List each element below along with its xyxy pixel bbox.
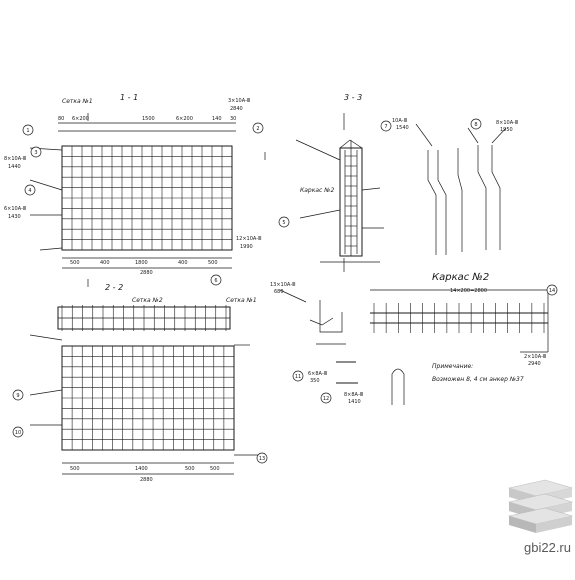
position-circle bbox=[30, 146, 42, 158]
rebar-label-5: 1430 bbox=[8, 214, 21, 220]
dim-bottom2-1: 1400 bbox=[135, 466, 148, 472]
position-circle bbox=[278, 216, 290, 228]
view-section-3-3 bbox=[295, 113, 384, 272]
rebar-label-8: 10А-Ⅲ bbox=[392, 118, 407, 124]
dim-bottom-0: 500 bbox=[70, 260, 80, 266]
dim-bottom2-3: 500 bbox=[210, 466, 220, 472]
dim-top-3: 6×200 bbox=[176, 116, 193, 122]
dim-bottom-1: 400 bbox=[100, 260, 110, 266]
position-circle bbox=[252, 122, 264, 134]
position-number: 6 bbox=[214, 278, 217, 284]
label-setka-1: Сетка №1 bbox=[62, 98, 93, 105]
view-section-2-2 bbox=[29, 305, 258, 475]
dim-top-5: 30 bbox=[230, 116, 236, 122]
position-number: 9 bbox=[16, 393, 19, 399]
dim-top-2: 1500 bbox=[142, 116, 155, 122]
position-circle bbox=[12, 389, 24, 401]
title-section-3-3: 3 - 3 bbox=[344, 93, 362, 102]
position-circle bbox=[380, 120, 392, 132]
rebar-callouts: 3×10А-Ⅲ 2840 8×10А-Ⅲ 1440 6×10А-Ⅲ 1430 1… bbox=[4, 98, 546, 405]
label-karkas-2: Каркас №2 bbox=[432, 272, 489, 283]
dim-overall-1: 2880 bbox=[140, 270, 153, 276]
position-number: 8 bbox=[474, 122, 477, 128]
label-setka-1-alt: Сетка №1 bbox=[226, 297, 257, 304]
karkas-2-elevation bbox=[370, 289, 549, 353]
view-section-1-1 bbox=[29, 113, 266, 287]
rebar-label-3: 1440 bbox=[8, 164, 21, 170]
dim-bottom-2: 1800 bbox=[135, 260, 148, 266]
dim-top-4: 140 bbox=[212, 116, 222, 122]
position-number: 2 bbox=[256, 126, 259, 132]
section-titles: 1 - 1 2 - 2 3 - 3 bbox=[105, 93, 362, 292]
dimension-labels: 80 6×200 1500 6×200 140 30 500 400 1800 … bbox=[58, 116, 236, 483]
position-number: 4 bbox=[28, 188, 31, 194]
position-circle bbox=[546, 284, 558, 296]
rebar-label-17: 350 bbox=[310, 378, 320, 384]
rebar-label-7: 1990 bbox=[240, 244, 253, 250]
position-circle bbox=[22, 124, 34, 136]
u-bar-detail bbox=[279, 289, 346, 345]
rebar-label-13: 680 bbox=[274, 289, 284, 295]
rebar-label-14: 2×10А-Ⅲ bbox=[524, 354, 546, 360]
rebar-label-1: 2840 bbox=[230, 106, 243, 112]
dim-top-1: 6×200 bbox=[72, 116, 89, 122]
rebar-label-16: 6×8А-Ⅲ bbox=[308, 371, 327, 377]
dim-bottom-3: 400 bbox=[178, 260, 188, 266]
rebar-label-15: 2940 bbox=[528, 361, 541, 367]
dim-top-0: 80 bbox=[58, 116, 64, 122]
position-circle bbox=[320, 392, 332, 404]
position-number: 1 bbox=[26, 128, 29, 134]
rebar-label-0: 3×10А-Ⅲ bbox=[228, 98, 250, 104]
karkas-spacing-note: 14×200=2800 bbox=[450, 288, 487, 294]
position-number: 7 bbox=[384, 124, 387, 130]
rebar-label-4: 6×10А-Ⅲ bbox=[4, 206, 26, 212]
position-number: 14 bbox=[549, 288, 555, 294]
bent-bar-details bbox=[415, 123, 507, 255]
position-circle bbox=[24, 184, 36, 196]
stacked-slabs-icon bbox=[507, 479, 574, 533]
position-number: 13 bbox=[259, 456, 265, 462]
position-circle bbox=[12, 426, 24, 438]
position-circle bbox=[470, 118, 482, 130]
dim-bottom2-0: 500 bbox=[70, 466, 80, 472]
rebar-label-9: 1540 bbox=[396, 125, 409, 131]
position-circle bbox=[292, 370, 304, 382]
note-title: Примечание: bbox=[432, 363, 473, 370]
label-karkas-2-small: Каркас №2 bbox=[300, 187, 334, 194]
position-number: 10 bbox=[15, 430, 21, 436]
position-circle bbox=[210, 274, 222, 286]
note-body: Возможен 8, 4 см анкер №37 bbox=[432, 376, 524, 383]
position-circle bbox=[256, 452, 268, 464]
rebar-label-19: 1410 bbox=[348, 399, 361, 405]
rebar-label-11: 1950 bbox=[500, 127, 513, 133]
title-section-2-2: 2 - 2 bbox=[105, 283, 123, 292]
dim-overall-2: 2880 bbox=[140, 477, 153, 483]
watermark-site-name: gbi22.ru bbox=[524, 540, 571, 555]
position-number: 11 bbox=[295, 374, 301, 380]
rebar-label-10: 8×10А-Ⅲ bbox=[496, 120, 518, 126]
position-number: 12 bbox=[323, 396, 329, 402]
rebar-label-6: 12×10А-Ⅲ bbox=[236, 236, 262, 242]
position-number: 3 bbox=[34, 150, 37, 156]
rebar-label-2: 8×10А-Ⅲ bbox=[4, 156, 26, 162]
dim-bottom-4: 500 bbox=[208, 260, 218, 266]
rebar-label-12: 13×10А-Ⅲ bbox=[270, 282, 296, 288]
title-section-1-1: 1 - 1 bbox=[120, 93, 138, 102]
rebar-label-18: 8×8А-Ⅲ bbox=[344, 392, 363, 398]
label-setka-2: Сетка №2 bbox=[132, 297, 163, 304]
short-bar-details bbox=[336, 361, 405, 405]
dim-bottom2-2: 500 bbox=[185, 466, 195, 472]
position-number: 5 bbox=[282, 220, 285, 226]
